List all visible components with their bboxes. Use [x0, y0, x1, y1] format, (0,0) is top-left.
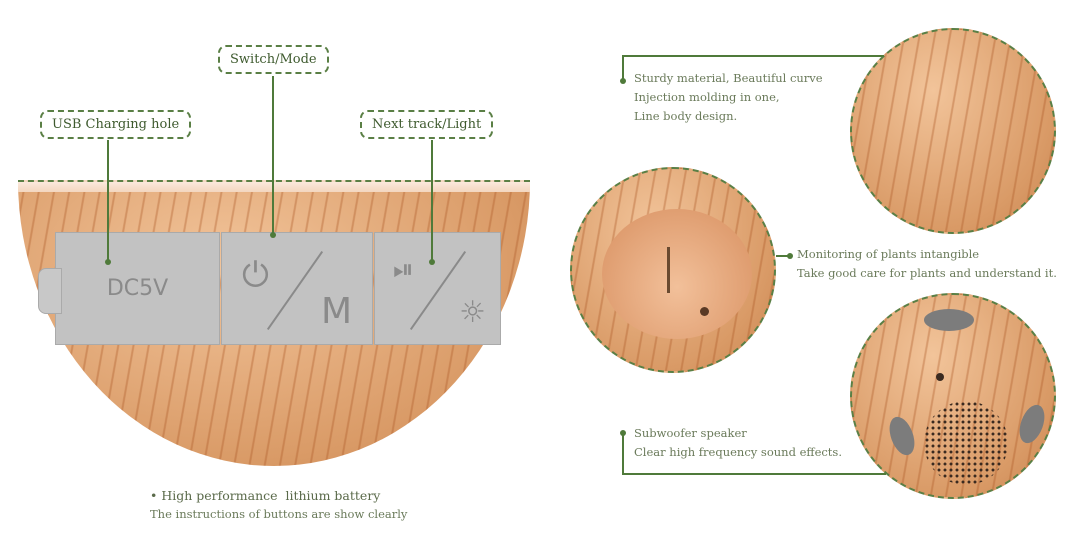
battery-caption: • High performance lithium battery [150, 488, 381, 503]
usb-port-cover[interactable]: DC5V [55, 232, 220, 345]
usb-leader-line [107, 140, 109, 262]
power-icon: ⏻ [242, 255, 269, 295]
play-pause-icon: ⏯ [393, 255, 414, 285]
port-tab [38, 268, 62, 314]
speaker-text: Subwoofer speaker Clear high frequency s… [634, 426, 842, 459]
bowl-inner [602, 209, 752, 339]
speaker-leader-horizontal [622, 473, 886, 475]
reset-hole [936, 373, 944, 381]
plant-bowl-image [570, 167, 776, 373]
speaker-leader-vertical [622, 432, 624, 475]
next-track-label: Next track/Light [360, 110, 494, 139]
usb-charging-label: USB Charging hole [40, 110, 192, 139]
speaker-grille [924, 401, 1008, 485]
usb-leader-dot [105, 259, 111, 265]
foot-pad [1014, 401, 1050, 447]
material-leader-dot [620, 78, 626, 84]
monitoring-leader-line [776, 255, 790, 257]
switch-leader-dot [270, 232, 276, 238]
device-top-edge [18, 180, 530, 192]
buttons-caption: The instructions of buttons are show cle… [150, 507, 408, 521]
next-leader-dot [429, 259, 435, 265]
next-light-button[interactable]: ⏯ ☼ [374, 232, 501, 345]
light-icon: ☼ [459, 295, 486, 330]
switch-mode-label: Switch/Mode [218, 45, 329, 74]
material-leader-horizontal [622, 55, 884, 57]
next-leader-line [431, 140, 433, 262]
material-closeup-image [850, 28, 1056, 234]
switch-leader-line [272, 76, 274, 236]
mode-label: M [320, 291, 352, 332]
speaker-bottom-image [850, 293, 1056, 499]
power-mode-button[interactable]: ⏻ M [221, 232, 373, 345]
drain-hole [700, 307, 709, 316]
foot-pad [884, 413, 920, 459]
material-leader-vertical [622, 55, 624, 81]
material-text: Sturdy material, Beautiful curve Injecti… [634, 71, 823, 123]
monitoring-leader-dot [787, 253, 793, 259]
bullet-icon: • [150, 488, 162, 503]
slash-divider [266, 251, 324, 330]
foot-pad [924, 309, 974, 331]
monitoring-text: Monitoring of plants intangible Take goo… [797, 247, 1057, 280]
sensor-probe [667, 247, 670, 293]
slash-divider [409, 251, 467, 330]
dc5v-label: DC5V [106, 276, 169, 301]
button-panel: DC5V ⏻ M ⏯ ☼ [55, 232, 501, 345]
